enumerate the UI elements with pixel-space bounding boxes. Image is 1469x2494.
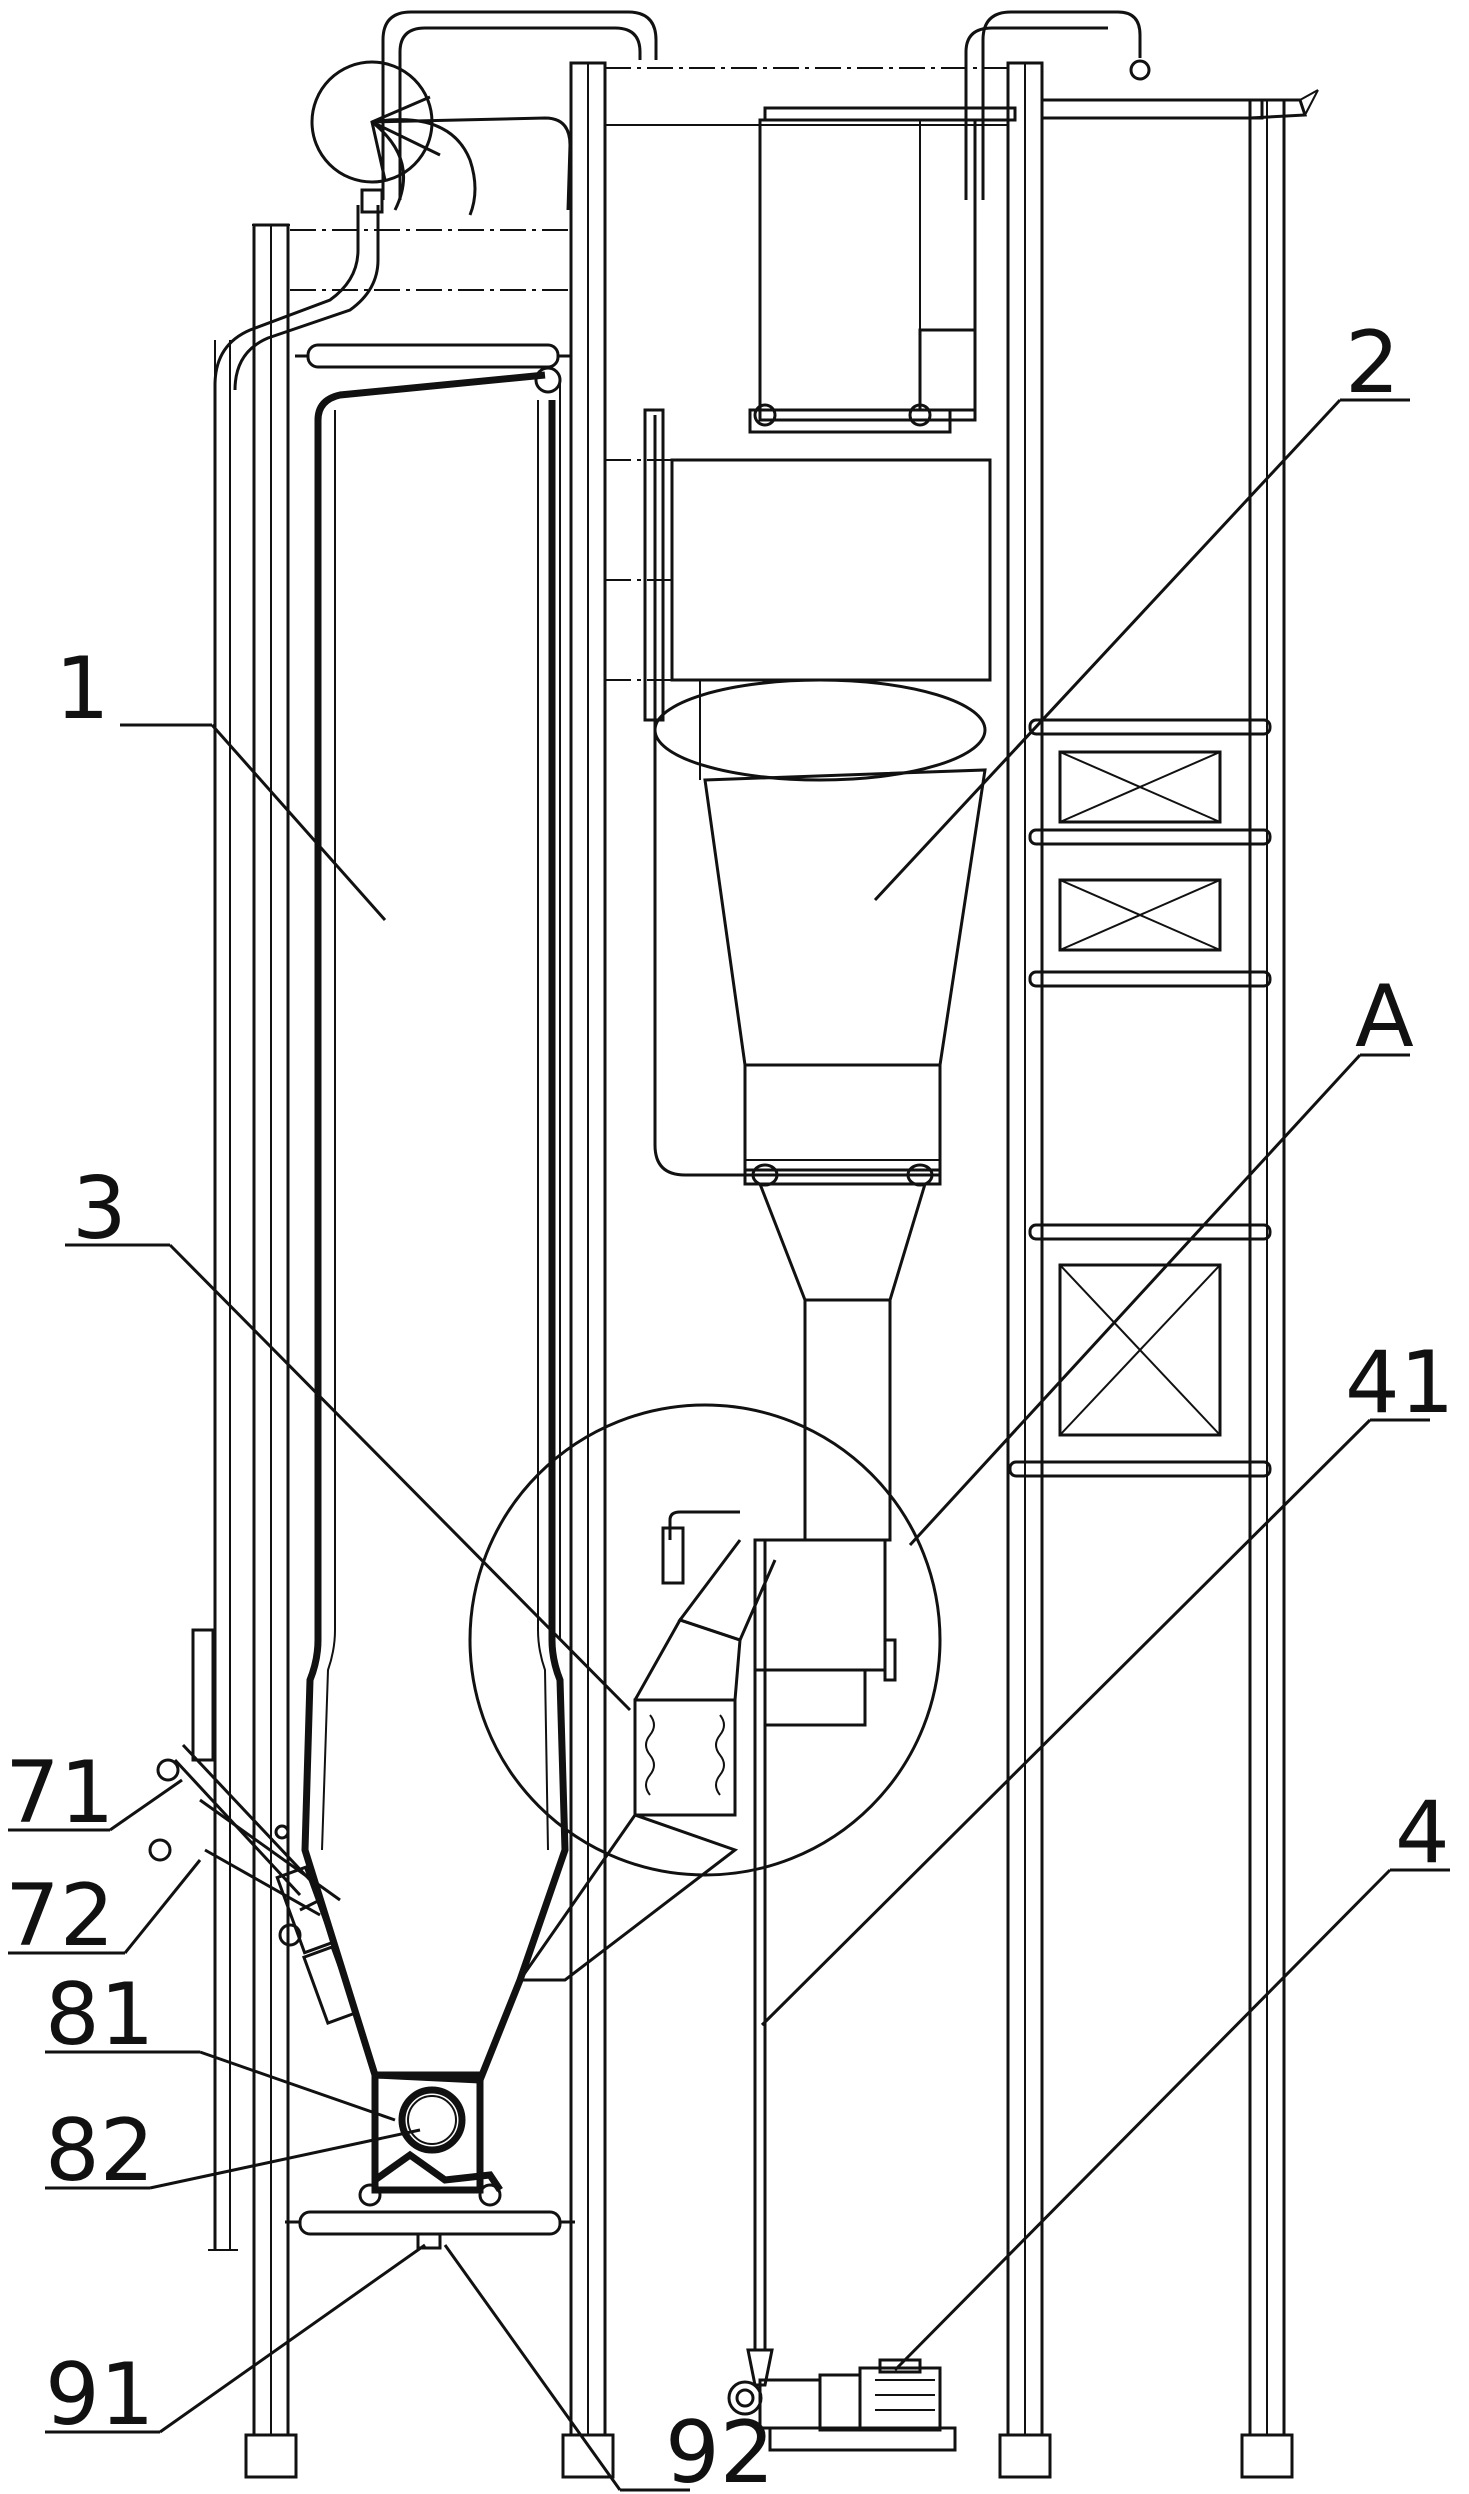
label-2: 2 <box>1345 313 1400 413</box>
label-1: 1 <box>55 639 110 739</box>
column-left <box>244 223 298 2479</box>
label-71: 71 <box>5 1743 114 1843</box>
label-3: 3 <box>72 1159 127 1259</box>
pump-pipe <box>746 1540 774 2387</box>
furnace-body <box>301 371 569 2084</box>
label-92: 92 <box>665 2403 774 2494</box>
top-beams <box>605 67 1319 126</box>
leader-lines <box>8 398 1450 2492</box>
loop-seal <box>517 1510 897 1982</box>
label-82: 82 <box>45 2101 154 2201</box>
detail-circle-A <box>468 1403 942 1877</box>
labels: 1 2 3 A 41 4 71 72 81 82 91 92 <box>5 313 1454 2494</box>
column-right-inner <box>998 61 1052 2479</box>
pump <box>727 2358 957 2452</box>
top-cyclone-inlet <box>290 60 572 291</box>
cyclone-separator <box>605 106 1017 1542</box>
label-72: 72 <box>5 1866 114 1966</box>
column-right-outer <box>1240 98 1294 2479</box>
top-piping <box>213 10 1151 2250</box>
label-91: 91 <box>45 2345 154 2445</box>
bottom-chamber <box>285 2071 575 2250</box>
label-41: 41 <box>1345 1333 1454 1433</box>
burner-nozzles <box>148 1628 358 2025</box>
right-panels <box>1008 718 1272 1478</box>
label-81: 81 <box>45 1965 154 2065</box>
label-4: 4 <box>1395 1783 1450 1883</box>
column-center <box>561 61 615 2479</box>
label-A: A <box>1355 967 1414 1067</box>
